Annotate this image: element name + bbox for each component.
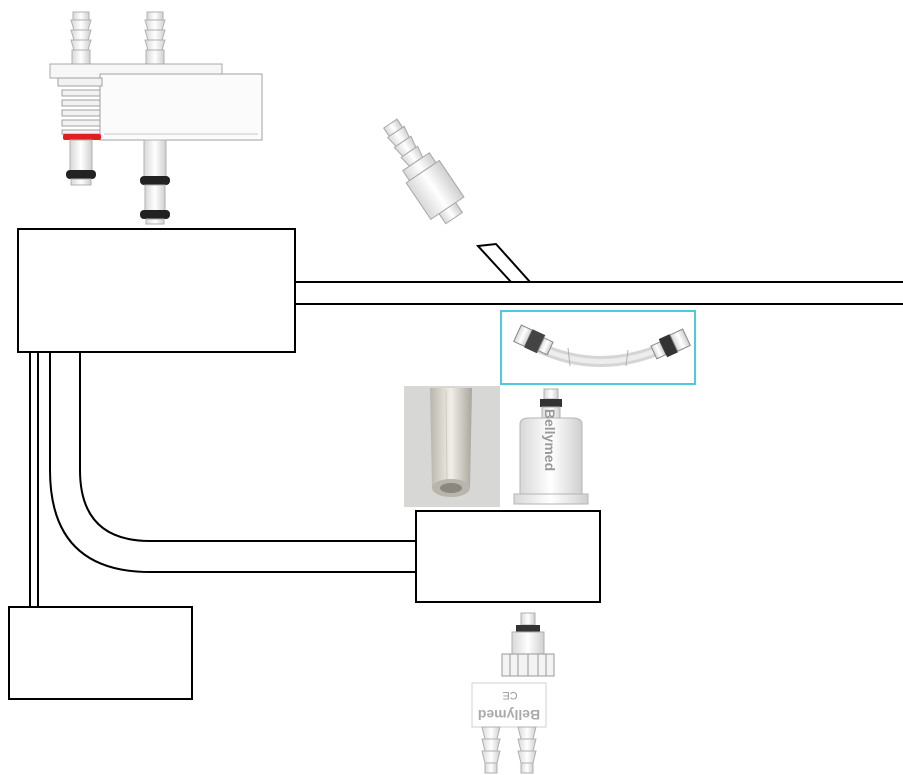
main-unit-box — [18, 229, 295, 352]
cap-ce-mark: CE — [502, 689, 517, 701]
manifold-red-oring — [63, 134, 101, 140]
hose-barb-connector-icon — [374, 112, 471, 229]
manifold-icon — [50, 12, 262, 224]
curved-tube-inner — [80, 352, 416, 541]
filter-brand-text: Bellymed — [542, 409, 558, 471]
cap-barbs — [482, 727, 536, 773]
filter-housing-icon: Bellymed — [514, 389, 588, 504]
manifold-left-barb — [71, 12, 91, 64]
lower-left-unit-box — [9, 607, 192, 699]
cap-brand-text: Bellymed — [478, 707, 540, 723]
manifold-right-stem — [140, 140, 170, 224]
silicone-tube-photo — [404, 386, 500, 507]
curved-tube-outer — [50, 352, 416, 572]
filter-unit-box — [416, 511, 600, 602]
manifold-ribs — [58, 78, 102, 134]
connector-wedge — [478, 244, 530, 282]
cap-connector-icon: CE Bellymed — [472, 613, 554, 773]
manifold-left-stem — [66, 140, 96, 185]
manifold-body — [100, 74, 262, 140]
manifold-right-barb — [145, 12, 165, 64]
